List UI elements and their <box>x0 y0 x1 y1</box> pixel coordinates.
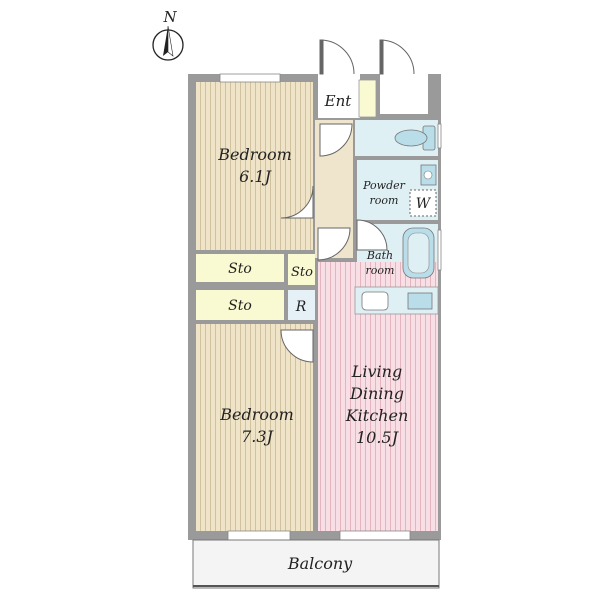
powder-room-label-line1: Powder <box>362 179 406 192</box>
bedroom-south-floor <box>196 324 313 531</box>
bath-room-label-line1: Bath <box>366 249 393 262</box>
bedroom-north-size: 6.1J <box>239 167 272 186</box>
ldk-label-line3: Kitchen <box>345 406 409 425</box>
bedroom-north-name: Bedroom <box>217 145 292 164</box>
front-door-swing <box>321 39 355 75</box>
kitchen-sink <box>361 291 389 311</box>
balcony <box>192 539 440 589</box>
closet-door-swing <box>381 39 415 75</box>
window-bedroom-north <box>219 73 281 83</box>
storage-upper-small-label: Sto <box>291 265 313 280</box>
front-door-leaf <box>319 39 324 75</box>
entrance-floor <box>318 74 360 118</box>
door-bedroom-south <box>280 329 314 363</box>
door-powder-room <box>356 219 388 251</box>
toilet <box>394 125 436 151</box>
north-arrow-half-icon <box>167 25 174 57</box>
entrance-closet <box>380 74 428 114</box>
windows <box>219 73 442 541</box>
entrance-shoe-shelf <box>358 79 377 118</box>
storage-upper-left-label: Sto <box>228 261 252 277</box>
entrance-label: Ent <box>324 92 353 110</box>
kitchen-stove <box>407 292 433 310</box>
ldk-size: 10.5J <box>356 428 400 447</box>
window-toilet <box>437 123 442 149</box>
window-ldk <box>339 530 411 541</box>
powder-room-label-line2: room <box>370 194 399 207</box>
bedroom-north-floor <box>196 82 313 250</box>
bedroom-south-name: Bedroom <box>219 405 294 424</box>
north-label: N <box>162 8 177 26</box>
door-hall <box>319 123 353 157</box>
washbasin <box>420 164 437 186</box>
bath-room-label-line2: room <box>366 264 395 277</box>
entrance-doors <box>319 39 415 75</box>
bedroom-south-size: 7.3J <box>241 427 274 446</box>
storage-lower-left-label: Sto <box>228 298 252 314</box>
interior-doors <box>280 123 388 363</box>
refrigerator-space <box>288 290 315 320</box>
washer-space <box>409 189 437 217</box>
bathtub-inner <box>407 232 430 274</box>
balcony-label: Balcony <box>287 554 353 573</box>
storage-upper-small-floor <box>288 254 315 285</box>
refrigerator-label: R <box>295 299 307 315</box>
compass: N <box>152 8 184 61</box>
balcony-floor <box>192 539 440 589</box>
storage-upper-left-floor <box>196 254 284 282</box>
closet-door-leaf <box>379 39 384 75</box>
door-ldk <box>317 227 351 261</box>
window-bedroom-south <box>227 530 291 541</box>
ldk-label-line1: Living <box>351 362 402 381</box>
ldk-label-line2: Dining <box>349 384 404 403</box>
storage-lower-left-floor <box>196 290 284 320</box>
bathtub <box>402 227 435 279</box>
washbasin-bowl <box>423 170 433 180</box>
washer-label: W <box>416 196 432 212</box>
toilet-bowl <box>394 129 428 147</box>
window-bath <box>437 229 442 271</box>
door-bedroom-north <box>280 185 314 219</box>
